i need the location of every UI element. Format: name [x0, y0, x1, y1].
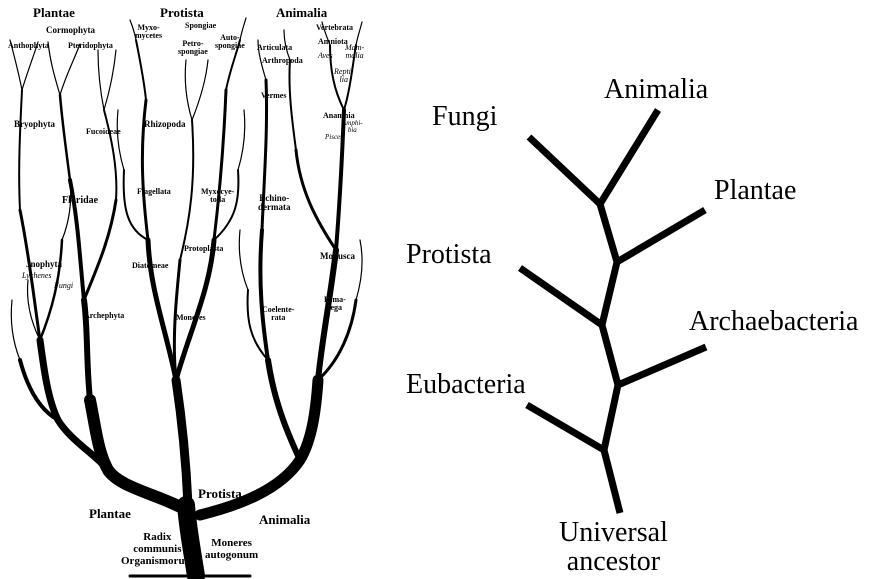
branch-fungi — [529, 137, 600, 204]
label-protista-modern: Protista — [406, 241, 492, 269]
branch-plantae — [617, 210, 705, 262]
label-universal-ancestor: Universal ancestor — [559, 518, 668, 577]
label-eubacteria: Eubacteria — [406, 371, 526, 399]
modern-trunk — [600, 110, 658, 513]
branch-archaebacteria — [618, 347, 706, 385]
branch-eubacteria — [527, 405, 604, 450]
label-fungi-modern: Fungi — [432, 103, 497, 131]
label-archaebacteria: Archaebacteria — [689, 308, 858, 336]
label-plantae-modern: Plantae — [714, 177, 796, 205]
branch-protista — [520, 268, 602, 325]
label-animalia-modern: Animalia — [604, 76, 708, 104]
